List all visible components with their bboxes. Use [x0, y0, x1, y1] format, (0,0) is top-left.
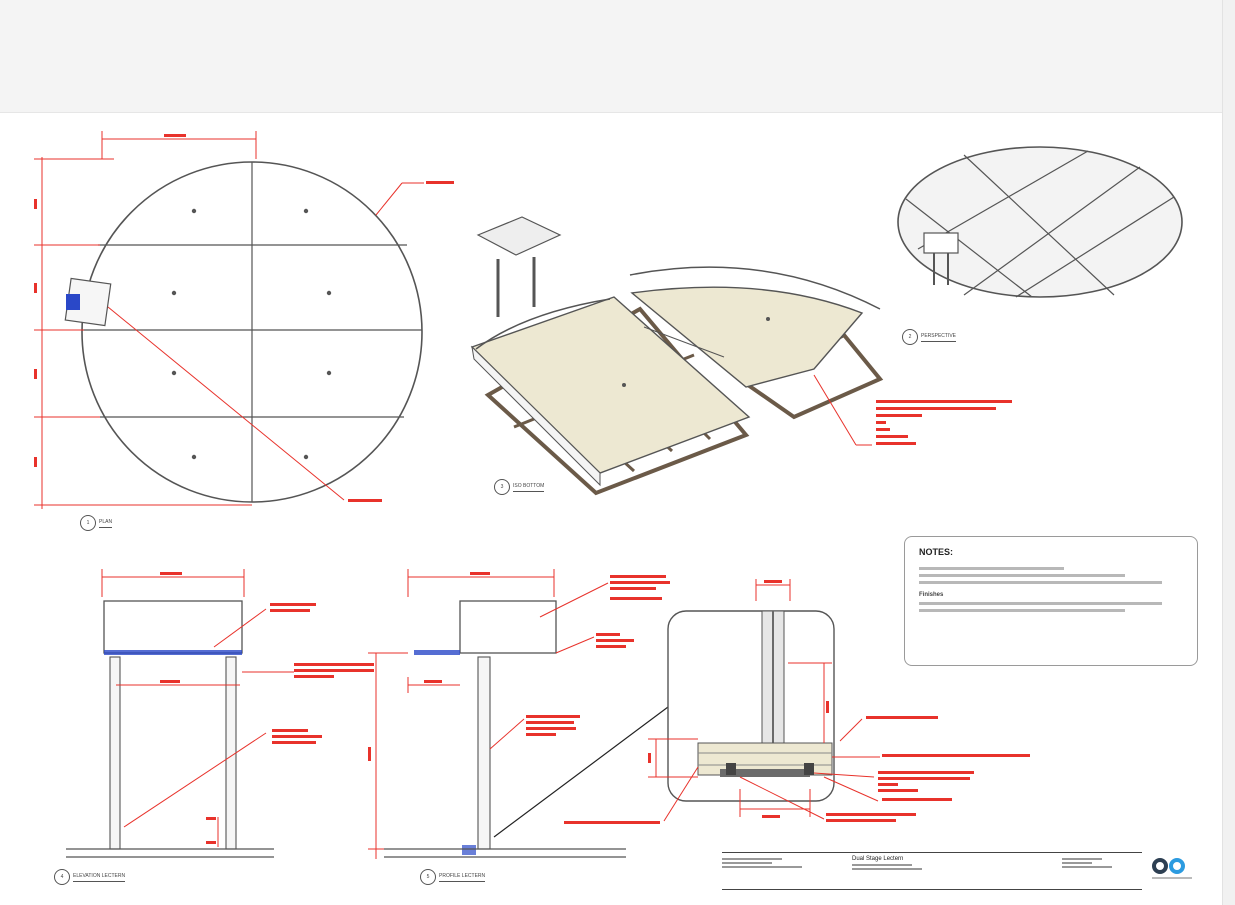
- notes-panel: NOTES: Finishes: [904, 536, 1198, 666]
- detail-dimensions: [648, 579, 880, 822]
- elev-lectern-top: [103, 600, 243, 654]
- plan-anchor-points: [171, 208, 332, 460]
- elevation-lectern-view: [66, 569, 374, 858]
- iso-rail-right: [629, 266, 881, 310]
- title-block: Dual Stage Lectern: [722, 852, 1142, 890]
- base-detail-view: [564, 579, 1030, 824]
- perspective-lectern: [923, 232, 959, 254]
- iso-rail-left: [475, 298, 611, 350]
- project-title: Dual Stage Lectern: [852, 856, 904, 862]
- iso-bottom-view: [470, 216, 1012, 496]
- elev-leg-right: [225, 656, 237, 850]
- iso-lectern-top: [476, 216, 562, 256]
- profile-lectern-view: [368, 569, 670, 859]
- detail-leader: [493, 706, 669, 838]
- drawing-canvas: [34, 131, 1183, 859]
- profile-lectern-top: [459, 600, 557, 654]
- profile-text: [368, 572, 670, 761]
- elev-leg-left: [109, 656, 121, 850]
- profile-dimensions: [368, 569, 609, 859]
- plan-dimensions: [34, 131, 424, 509]
- elev-text: [160, 572, 374, 844]
- notes-subheading: Finishes: [919, 592, 944, 598]
- plan-view: [34, 131, 454, 509]
- profile-post: [477, 656, 491, 850]
- detail-text: [564, 580, 1030, 824]
- iso-callout: [813, 374, 872, 446]
- vertical-scrollbar[interactable]: [1222, 0, 1235, 905]
- plan-dim-text: [34, 134, 454, 502]
- perspective-view: [897, 146, 1183, 298]
- elev-dimensions: [101, 569, 294, 847]
- top-toolbar: [0, 0, 1222, 113]
- plan-lectern-control: [66, 294, 80, 310]
- iso-callout-text: [876, 400, 1012, 445]
- company-logo-icon: [1152, 856, 1192, 884]
- notes-title: NOTES:: [919, 547, 954, 557]
- iso-platform-right-top: [630, 286, 864, 388]
